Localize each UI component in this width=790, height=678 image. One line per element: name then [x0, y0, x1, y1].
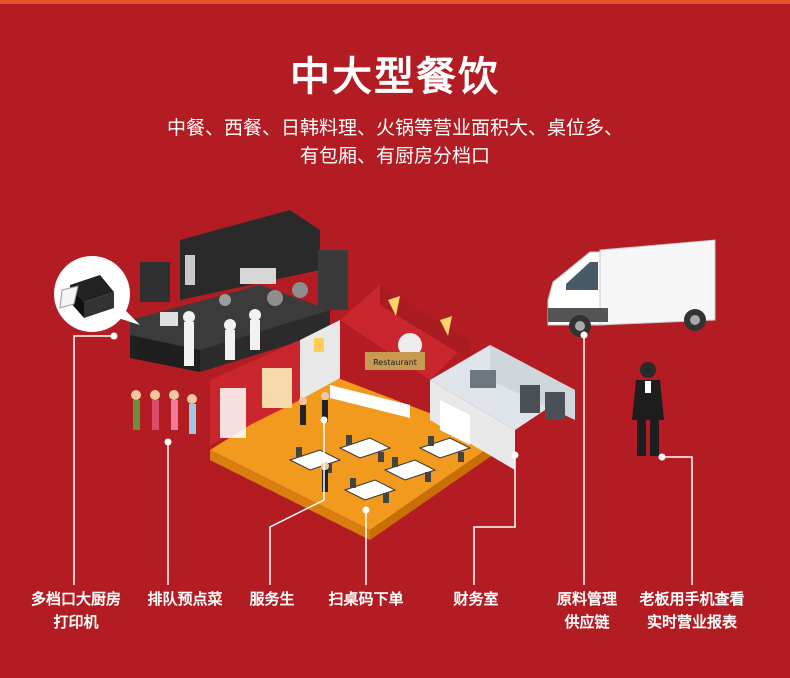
feature-table-qr-order: 扫桌码下单 — [316, 588, 416, 611]
feature-label: 财务室 — [453, 590, 499, 608]
callout-lines — [73, 335, 693, 585]
callout-dots — [110, 331, 666, 514]
boss-figure — [632, 362, 664, 456]
feature-label: 服务生 — [249, 590, 295, 608]
restaurant-sign-text: Restaurant — [373, 358, 417, 367]
feature-label: 排队预点菜 — [147, 590, 223, 608]
subtitle-line-1: 中餐、西餐、日韩料理、火锅等营业面积大、桌位多、 — [166, 117, 623, 139]
feature-label: 老板用手机查看 — [639, 590, 745, 608]
feature-kitchen-printer: 多档口大厨房 打印机 — [24, 588, 128, 634]
subtitle-line-2: 有包厢、有厨房分档口 — [299, 145, 490, 167]
top-accent-bar — [0, 0, 790, 4]
feature-supply-chain: 原料管理 供应链 — [545, 588, 629, 634]
kitchen-illustration — [130, 210, 348, 372]
waiter-figures — [299, 392, 329, 492]
printer-icon — [54, 256, 140, 332]
feature-queue-preorder: 排队预点菜 — [135, 588, 235, 611]
feature-waiter: 服务生 — [240, 588, 304, 611]
queue-customers — [131, 390, 197, 434]
feature-boss-mobile-report: 老板用手机查看 实时营业报表 — [628, 588, 756, 634]
feature-label: 扫桌码下单 — [328, 590, 404, 608]
feature-label: 实时营业报表 — [646, 613, 737, 631]
feature-label: 多档口大厨房 — [30, 590, 121, 608]
private-room — [340, 285, 470, 380]
delivery-truck-icon — [547, 239, 716, 337]
page-subtitle: 中餐、西餐、日韩料理、火锅等营业面积大、桌位多、 有包厢、有厨房分档口 — [0, 114, 790, 170]
restaurant-sign-board — [365, 352, 425, 370]
page-title: 中大型餐饮 — [290, 54, 500, 100]
feature-finance-office: 财务室 — [444, 588, 508, 611]
dining-tables — [288, 437, 472, 501]
feature-label: 原料管理 — [556, 590, 617, 608]
feature-label: 打印机 — [53, 613, 99, 631]
feature-label: 供应链 — [564, 613, 610, 631]
dining-chairs — [296, 435, 464, 503]
